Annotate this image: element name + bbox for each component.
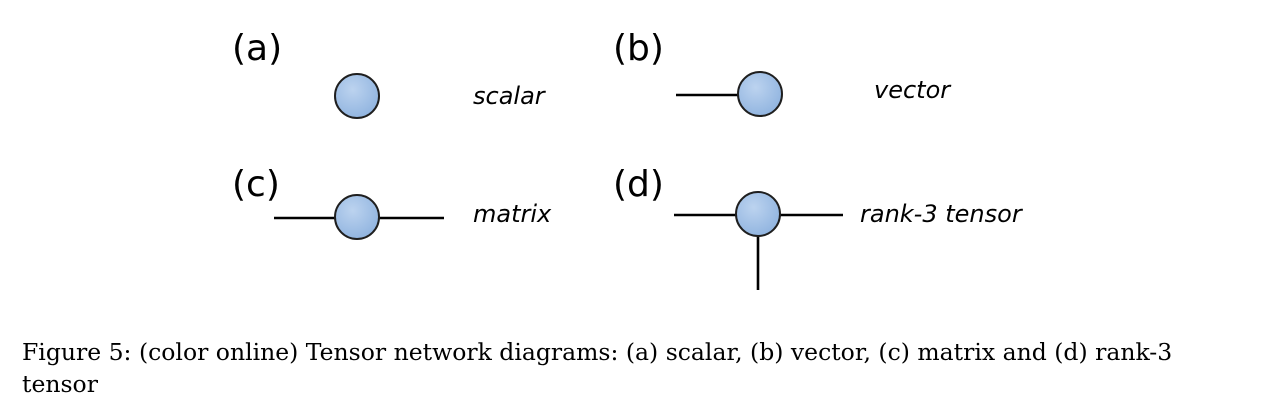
panel-d: (d) rank-3 tensor <box>613 164 1024 290</box>
panel-name-vector: vector <box>874 76 952 104</box>
panel-b: (b) vector <box>613 28 952 117</box>
panel-name-rank3: rank-3 tensor <box>860 200 1024 228</box>
matrix-node <box>334 194 380 240</box>
panel-name-scalar: scalar <box>473 82 547 110</box>
tensor-network-diagram: (a) scalar (b) vector (c) matrix (d) ran… <box>232 28 1024 290</box>
panel-c: (c) matrix <box>232 164 552 240</box>
panel-label-c: (c) <box>232 164 280 205</box>
tensor-node <box>735 191 781 237</box>
panel-label-b: (b) <box>613 28 664 69</box>
scalar-node <box>334 73 380 119</box>
vector-node <box>737 71 783 117</box>
panel-name-matrix: matrix <box>473 200 552 228</box>
panel-a: (a) scalar <box>232 28 547 119</box>
panel-label-d: (d) <box>613 164 664 205</box>
figure-caption: Figure 5: (color online) Tensor network … <box>22 338 1173 398</box>
panel-label-a: (a) <box>232 28 282 69</box>
